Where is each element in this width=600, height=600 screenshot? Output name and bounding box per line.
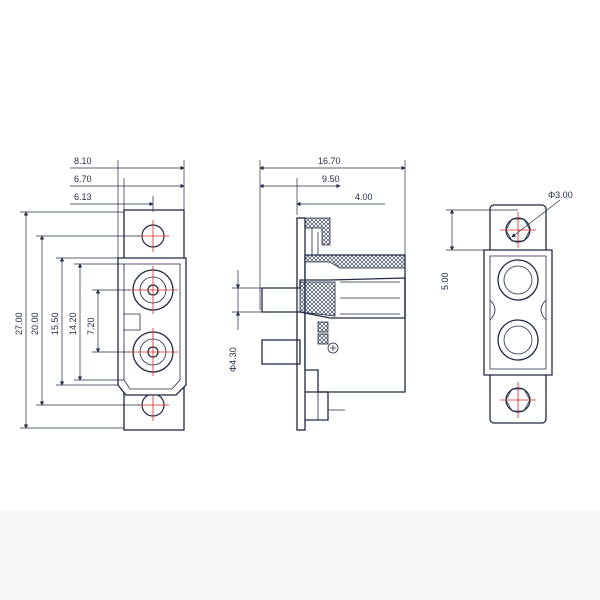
front-view: 8.10 6.70 6.13 27.00 20.00 15.50 14.20 7… xyxy=(14,156,187,431)
dim-6-70: 6.70 xyxy=(74,174,92,184)
side-view: 16.70 9.50 4.00 xyxy=(228,156,406,431)
dim-5-00: 5.00 xyxy=(440,272,450,290)
front-vertical-dimensions xyxy=(20,211,140,429)
dim-15-50: 15.50 xyxy=(50,312,60,335)
side-horizontal-dimensions xyxy=(259,160,406,310)
front-horizontal-dimensions xyxy=(70,160,185,258)
side-diameter-dimension xyxy=(232,270,262,330)
dim-20-00: 20.00 xyxy=(30,312,40,335)
dim-phi-4-30: Φ4.30 xyxy=(228,347,238,372)
dim-27-00: 27.00 xyxy=(14,312,24,335)
rear-dimensions xyxy=(446,199,561,251)
dim-14-20: 14.20 xyxy=(68,312,78,335)
dim-4-00: 4.00 xyxy=(355,192,373,202)
front-pin-top xyxy=(128,266,178,314)
footer-band xyxy=(0,510,600,600)
front-pin-bottom xyxy=(128,328,178,376)
dim-8-10: 8.10 xyxy=(74,156,92,166)
dim-6-13: 6.13 xyxy=(74,192,92,202)
dim-7-20: 7.20 xyxy=(86,317,96,335)
side-flange xyxy=(296,217,306,431)
dim-phi-3-00: Φ3.00 xyxy=(548,190,573,200)
side-latch-hatched xyxy=(304,217,331,246)
front-housing-outline xyxy=(117,257,187,396)
rear-socket-bottom xyxy=(497,319,539,361)
dim-16-70: 16.70 xyxy=(318,156,341,166)
rear-housing-outline xyxy=(483,249,553,376)
side-lower-stub xyxy=(261,339,301,365)
dim-9-50: 9.50 xyxy=(322,174,340,184)
rear-socket-top xyxy=(497,259,539,301)
rear-view: Φ3.00 5.00 xyxy=(440,190,573,424)
